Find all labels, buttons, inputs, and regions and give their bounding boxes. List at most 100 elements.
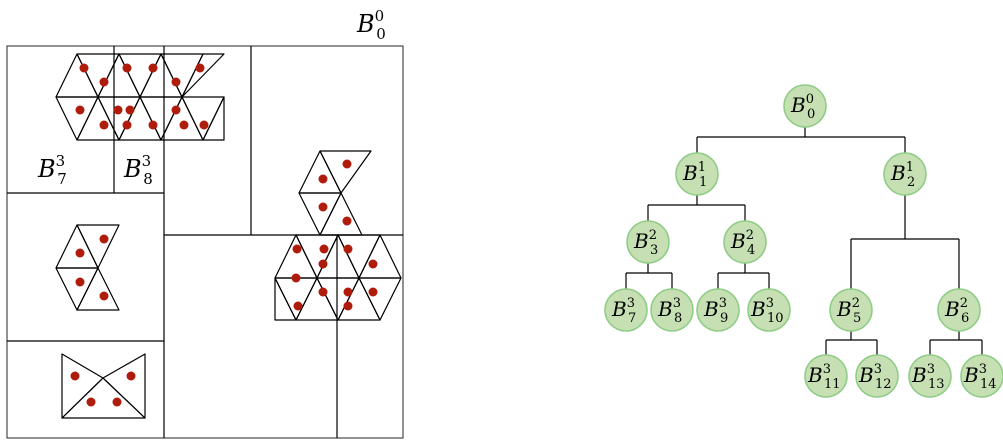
tree-node-circle	[804, 354, 848, 398]
mesh-triangle	[274, 277, 318, 321]
point-marker	[368, 259, 378, 269]
point-marker	[343, 287, 353, 297]
mesh-triangle	[295, 277, 339, 321]
point-marker	[86, 397, 96, 407]
point-marker	[199, 120, 209, 130]
point-marker	[171, 77, 181, 87]
mesh-triangle	[97, 53, 141, 98]
point-marker	[126, 371, 136, 381]
point-marker	[75, 248, 85, 258]
point-marker	[122, 120, 132, 130]
triangle-cluster-right	[274, 150, 402, 321]
tree-node-circle	[604, 288, 648, 332]
mesh-triangle	[319, 150, 372, 194]
mesh-triangle	[316, 277, 360, 321]
point-marker	[148, 63, 158, 73]
tree-node-circle	[855, 354, 899, 398]
mesh-triangle	[337, 234, 381, 279]
point-marker	[79, 63, 89, 73]
mesh-triangle	[295, 234, 339, 279]
tree-node-circle	[626, 220, 670, 264]
mesh-triangle	[76, 53, 120, 98]
split-lines	[7, 46, 403, 438]
point-marker	[75, 105, 85, 115]
point-marker	[368, 287, 378, 297]
point-marker	[318, 174, 328, 184]
mesh-triangle	[55, 53, 99, 98]
mesh-triangle	[139, 96, 183, 141]
point-marker	[318, 287, 328, 297]
mesh-triangle	[102, 353, 146, 419]
mesh-triangle	[298, 150, 342, 194]
mesh-triangle	[337, 277, 381, 321]
point-marker	[99, 120, 109, 130]
tree-node-circle	[960, 354, 1003, 398]
point-marker	[343, 244, 353, 254]
tree-node-circle	[747, 288, 791, 332]
tree-node-circle	[675, 152, 719, 196]
point-marker	[122, 63, 132, 73]
tree-node-circle	[908, 354, 952, 398]
point-marker	[318, 259, 328, 269]
point-marker	[342, 159, 352, 169]
point-marker	[291, 273, 301, 283]
mesh-triangle	[76, 224, 120, 269]
point-marker	[318, 202, 328, 212]
mesh-triangle	[181, 53, 225, 98]
mesh-triangle	[358, 234, 402, 279]
mesh-triangle	[55, 96, 99, 141]
mesh-triangle	[160, 53, 204, 98]
tree-node-circle	[937, 288, 981, 332]
mesh-triangle	[76, 267, 120, 311]
point-marker	[99, 234, 109, 244]
mesh-triangle	[61, 353, 104, 419]
mesh-triangle	[139, 53, 183, 98]
point-marker	[319, 244, 329, 254]
tree-edges	[625, 127, 983, 355]
mesh-triangle	[181, 96, 225, 141]
point-marker	[113, 105, 123, 115]
mesh-triangle	[202, 96, 225, 141]
mesh-triangle	[298, 192, 342, 236]
triangle-cluster-bottom	[61, 353, 146, 419]
mesh-triangle	[316, 234, 360, 279]
mesh-triangle	[274, 234, 318, 279]
point-marker	[99, 291, 109, 301]
point-marker	[195, 63, 205, 73]
tree-node-circle	[829, 288, 873, 332]
tree-node-circle	[783, 84, 827, 128]
point-marker	[179, 120, 189, 130]
mesh-triangle	[319, 192, 363, 236]
mesh-triangle	[274, 277, 297, 321]
point-marker	[293, 301, 303, 311]
triangle-cluster-left-middle	[55, 224, 120, 311]
